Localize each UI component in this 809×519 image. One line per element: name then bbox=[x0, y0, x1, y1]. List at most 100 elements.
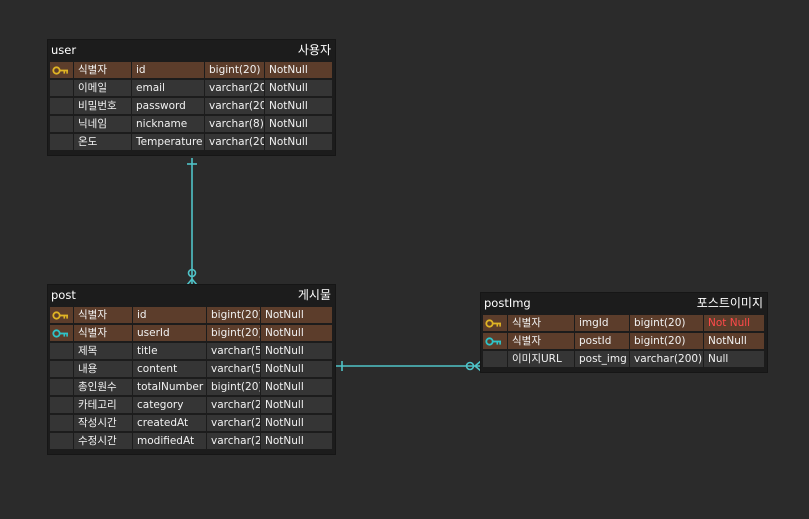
column-field: Temperature bbox=[132, 134, 205, 151]
key-slot bbox=[50, 134, 74, 151]
column-type: bigint(20) bbox=[205, 62, 265, 79]
column-type: varchar(20) bbox=[207, 415, 261, 432]
column-field: id bbox=[132, 62, 205, 79]
column-nullable: NotNull bbox=[704, 333, 765, 350]
column-field: title bbox=[133, 343, 207, 360]
key-slot bbox=[50, 397, 74, 414]
table-header[interactable]: user 사용자 bbox=[48, 40, 335, 60]
column-type: varchar(200) bbox=[630, 351, 704, 368]
column-type: varchar(50) bbox=[207, 343, 261, 360]
foreign-key-icon bbox=[483, 333, 508, 350]
table-header[interactable]: post 게시물 bbox=[48, 285, 335, 305]
key-slot bbox=[50, 343, 74, 360]
column-type: varchar(8) bbox=[205, 116, 265, 133]
column-type: bigint(20) bbox=[207, 325, 261, 342]
column-nullable: NotNull bbox=[265, 116, 333, 133]
column-type: bigint(20) bbox=[207, 307, 261, 324]
column-nullable: NotNull bbox=[261, 433, 333, 450]
table-header[interactable]: postImg 포스트이미지 bbox=[481, 293, 767, 313]
column-label: 이미지URL bbox=[508, 351, 575, 368]
column-field: id bbox=[133, 307, 207, 324]
key-slot bbox=[50, 361, 74, 378]
crow-foot-left bbox=[186, 278, 193, 286]
relation-post-postimg[interactable] bbox=[336, 360, 482, 372]
column-label: 닉네임 bbox=[74, 116, 132, 133]
column-type: bigint(20) bbox=[630, 333, 704, 350]
column-field: modifiedAt bbox=[133, 433, 207, 450]
column-field: post_img bbox=[575, 351, 630, 368]
crow-foot-top bbox=[474, 360, 482, 367]
column-nullable: NotNull bbox=[261, 379, 333, 396]
column-label: 제목 bbox=[74, 343, 133, 360]
column-label: 내용 bbox=[74, 361, 133, 378]
primary-key-icon bbox=[483, 315, 508, 332]
column-type: varchar(20) bbox=[205, 98, 265, 115]
column-type: varchar(20) bbox=[205, 80, 265, 97]
column-field: totalNumber bbox=[133, 379, 207, 396]
table-label: 사용자 bbox=[297, 43, 331, 57]
column-field: category bbox=[133, 397, 207, 414]
column-label: 식별자 bbox=[74, 325, 133, 342]
column-field: postId bbox=[575, 333, 630, 350]
column-field: userId bbox=[133, 325, 207, 342]
relation-user-post[interactable] bbox=[186, 158, 198, 286]
column-nullable: NotNull bbox=[265, 98, 333, 115]
column-type: bigint(20) bbox=[207, 379, 261, 396]
column-label: 식별자 bbox=[508, 315, 575, 332]
column-field: content bbox=[133, 361, 207, 378]
key-slot bbox=[50, 415, 74, 432]
crow-foot-right bbox=[191, 278, 198, 286]
column-field: email bbox=[132, 80, 205, 97]
column-nullable: NotNull bbox=[261, 415, 333, 432]
column-label: 식별자 bbox=[74, 62, 132, 79]
column-label: 이메일 bbox=[74, 80, 132, 97]
zero-marker bbox=[187, 268, 197, 278]
zero-marker bbox=[465, 361, 475, 371]
column-nullable: NotNull bbox=[261, 343, 333, 360]
table-name: postImg bbox=[484, 296, 531, 310]
key-slot bbox=[483, 351, 508, 368]
column-label: 식별자 bbox=[508, 333, 575, 350]
column-nullable: NotNull bbox=[261, 397, 333, 414]
key-slot bbox=[50, 98, 74, 115]
column-type: bigint(20) bbox=[630, 315, 704, 332]
column-nullable: Null bbox=[704, 351, 765, 368]
column-field: createdAt bbox=[133, 415, 207, 432]
column-field: nickname bbox=[132, 116, 205, 133]
column-label: 총인원수 bbox=[74, 379, 133, 396]
column-type: varchar(20) bbox=[205, 134, 265, 151]
column-type: varchar(20) bbox=[207, 433, 261, 450]
key-slot bbox=[50, 116, 74, 133]
column-field: password bbox=[132, 98, 205, 115]
foreign-key-icon bbox=[50, 325, 74, 342]
column-nullable: NotNull bbox=[261, 307, 333, 324]
column-nullable: NotNull bbox=[265, 62, 333, 79]
column-type: varchar(20) bbox=[207, 397, 261, 414]
column-label: 비밀번호 bbox=[74, 98, 132, 115]
table-name: user bbox=[51, 43, 77, 57]
column-nullable: Not Null bbox=[704, 315, 765, 332]
